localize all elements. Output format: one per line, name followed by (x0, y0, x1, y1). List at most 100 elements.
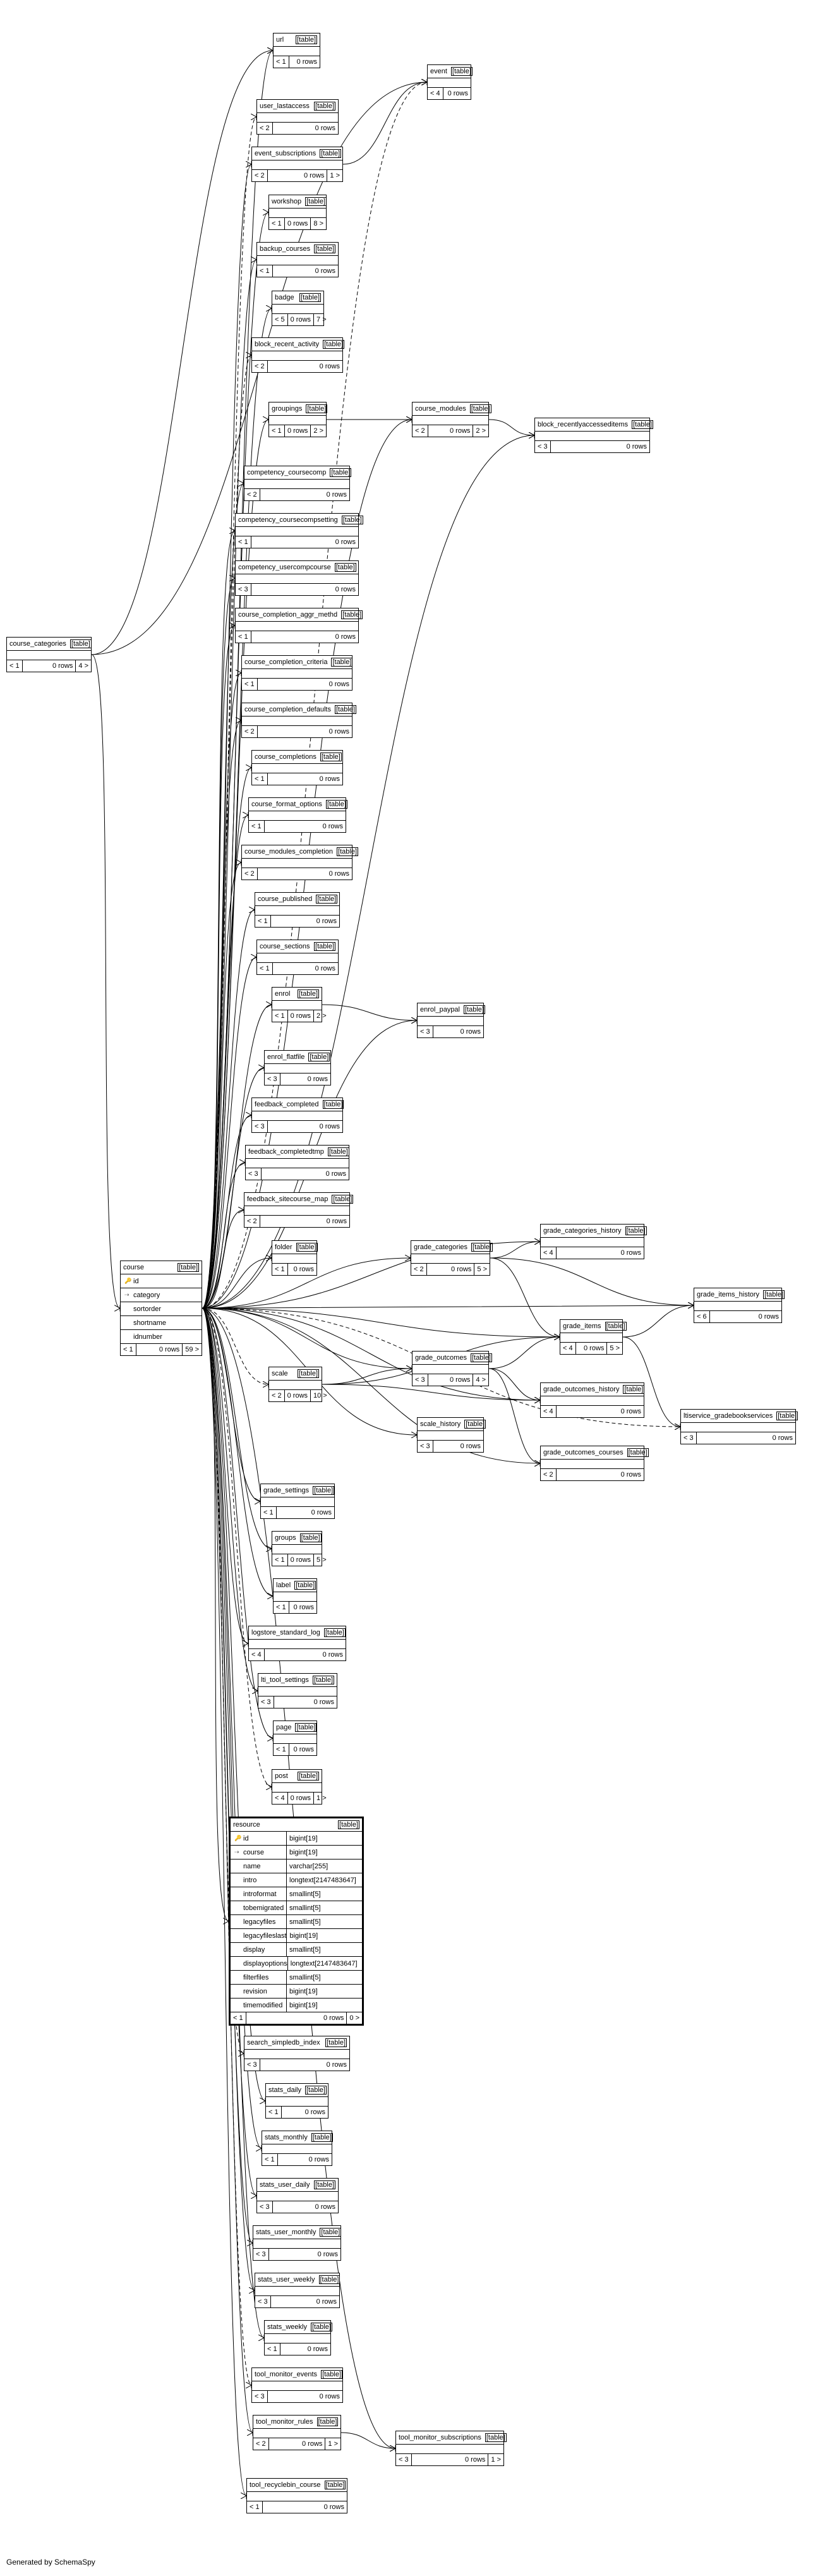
table-name[interactable]: backup_courses (260, 245, 311, 253)
parents-count[interactable]: < 3 (681, 1432, 697, 1444)
table-name[interactable]: grade_outcomes (415, 1354, 467, 1362)
parents-count[interactable]: < 1 (257, 265, 273, 277)
table-name[interactable]: course_completions (255, 753, 316, 761)
table-name[interactable]: enrol_paypal (420, 1006, 460, 1013)
parents-count[interactable]: < 3 (418, 1026, 433, 1037)
table-name[interactable]: event_subscriptions (255, 150, 316, 157)
parents-count[interactable]: < 2 (244, 489, 260, 500)
parents-count[interactable]: < 1 (269, 425, 285, 437)
column-row[interactable]: ⇢category (121, 1288, 202, 1302)
parents-count[interactable]: < 2 (541, 1469, 557, 1480)
table-name[interactable]: stats_monthly (265, 2134, 308, 2141)
table-name[interactable]: folder (275, 1243, 292, 1251)
table-name[interactable]: tool_monitor_events (255, 2371, 318, 2378)
table-name[interactable]: scale_history (420, 1420, 461, 1428)
parents-count[interactable]: < 6 (694, 1311, 710, 1322)
parents-count[interactable]: < 3 (418, 1441, 433, 1452)
table-name[interactable]: course_modules_completion (244, 848, 334, 856)
children-count[interactable]: 5 > (610, 1345, 620, 1352)
parents-count[interactable]: < 1 (247, 2501, 263, 2513)
table-name[interactable]: grade_outcomes_courses (543, 1449, 623, 1456)
table-name[interactable]: course_completion_aggr_methd (238, 611, 338, 619)
table-name[interactable]: course (123, 1264, 145, 1271)
children-count[interactable]: 2 > (313, 427, 323, 435)
children-count[interactable]: 1 > (328, 2440, 338, 2448)
table-name[interactable]: competency_usercompcourse (238, 564, 331, 571)
table-name[interactable]: course_categories (9, 640, 66, 648)
children-count[interactable]: 7 > (316, 316, 327, 324)
table-name[interactable]: course_sections (260, 943, 310, 950)
column-row[interactable]: sortorder (121, 1302, 202, 1316)
table-name[interactable]: stats_user_weekly (258, 2276, 315, 2283)
parents-count[interactable]: < 2 (252, 361, 268, 372)
table-name[interactable]: event (430, 68, 447, 75)
parents-count[interactable]: < 3 (252, 1121, 268, 1132)
parents-count[interactable]: < 1 (236, 536, 251, 548)
table-name[interactable]: competency_coursecomp (247, 469, 327, 476)
table-name[interactable]: search_simpledb_index (247, 2039, 320, 2047)
parents-count[interactable]: < 1 (262, 2154, 278, 2165)
parents-count[interactable]: < 4 (541, 1247, 557, 1259)
parents-count[interactable]: < 1 (272, 1264, 288, 1275)
parents-count[interactable]: < 2 (244, 1216, 260, 1227)
table-name[interactable]: block_recent_activity (255, 341, 320, 348)
parents-count[interactable]: < 3 (396, 2454, 412, 2465)
children-count[interactable]: 2 > (316, 1012, 327, 1020)
parents-count[interactable]: < 2 (411, 1264, 427, 1275)
parents-count[interactable]: < 3 (253, 2249, 269, 2260)
parents-count[interactable]: < 1 (236, 631, 251, 643)
table-name[interactable]: user_lastaccess (260, 102, 310, 110)
table-name[interactable]: stats_user_monthly (256, 2228, 316, 2236)
table-name[interactable]: badge (275, 294, 294, 301)
parents-count[interactable]: < 1 (261, 1507, 277, 1518)
table-name[interactable]: course_completion_criteria (244, 658, 328, 666)
children-count[interactable]: 1 > (330, 172, 340, 179)
parents-count[interactable]: < 3 (257, 2201, 273, 2213)
parents-count[interactable]: < 2 (253, 2438, 269, 2450)
parents-count[interactable]: < 2 (252, 170, 268, 181)
parents-count[interactable]: < 1 (274, 1602, 289, 1613)
children-count[interactable]: 1 > (491, 2456, 501, 2464)
children-count[interactable]: 5 > (316, 1556, 327, 1564)
table-name[interactable]: block_recentlyaccesseditems (538, 421, 629, 428)
parents-count[interactable]: < 1 (272, 1554, 288, 1566)
table-name[interactable]: competency_coursecompsetting (238, 516, 338, 524)
table-name[interactable]: page (276, 1724, 292, 1731)
children-count[interactable]: 4 > (78, 662, 88, 670)
parents-count[interactable]: < 2 (242, 726, 258, 737)
table-name[interactable]: course_published (258, 895, 313, 903)
parents-count[interactable]: < 3 (258, 1696, 274, 1708)
table-name[interactable]: stats_weekly (267, 2323, 307, 2331)
table-name[interactable]: logstore_standard_log (251, 1629, 320, 1636)
children-count[interactable]: 10 > (313, 1392, 327, 1400)
parents-count[interactable]: < 2 (242, 868, 258, 880)
parents-count[interactable]: < 1 (266, 2107, 282, 2118)
